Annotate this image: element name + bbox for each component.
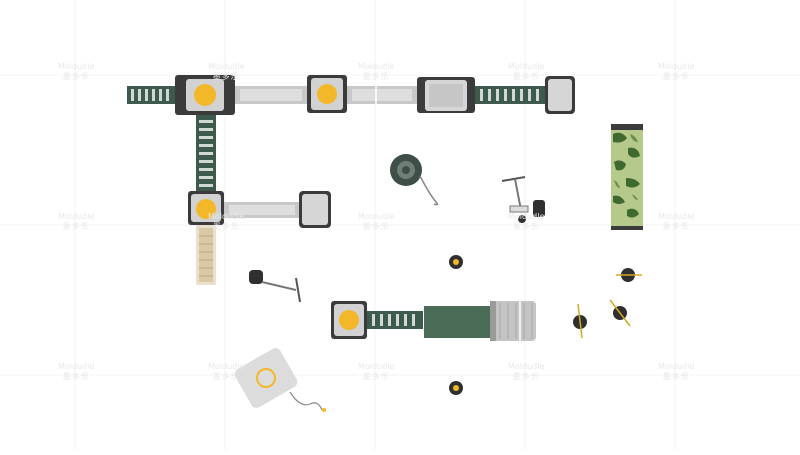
climbing-drum — [490, 296, 536, 345]
ladder-bridge-vertical — [196, 115, 216, 191]
gray-end-block — [545, 76, 575, 114]
green-mat — [424, 306, 490, 338]
balance-scooter — [501, 176, 545, 223]
gray-panel-bridge-lower — [224, 202, 300, 218]
stepping-post-1 — [449, 255, 463, 269]
square-deck-tower-1 — [175, 75, 235, 115]
gray-panel-bridge-middle — [347, 86, 417, 104]
stepping-post-3 — [616, 268, 642, 282]
ladder-bridge-right — [475, 86, 545, 104]
square-deck-tower-2 — [307, 75, 347, 113]
climbing-net-chute — [196, 225, 216, 285]
square-deck-tower-4 — [331, 301, 367, 339]
stepping-post-4 — [573, 303, 587, 339]
ladder-bridge-left — [127, 86, 177, 104]
square-deck-tower-3 — [188, 191, 224, 225]
sign-board — [234, 348, 326, 412]
gray-end-block-lower — [299, 191, 331, 228]
ladder-bridge-bottom — [367, 311, 423, 329]
balance-scooter-left — [249, 270, 301, 303]
camouflage-wall — [611, 124, 643, 230]
stepping-post-2 — [449, 381, 463, 395]
gray-tower-box — [417, 77, 475, 113]
gray-panel-bridge-top — [235, 86, 307, 104]
stepping-post-5 — [609, 299, 631, 327]
tire-swing — [390, 154, 439, 206]
